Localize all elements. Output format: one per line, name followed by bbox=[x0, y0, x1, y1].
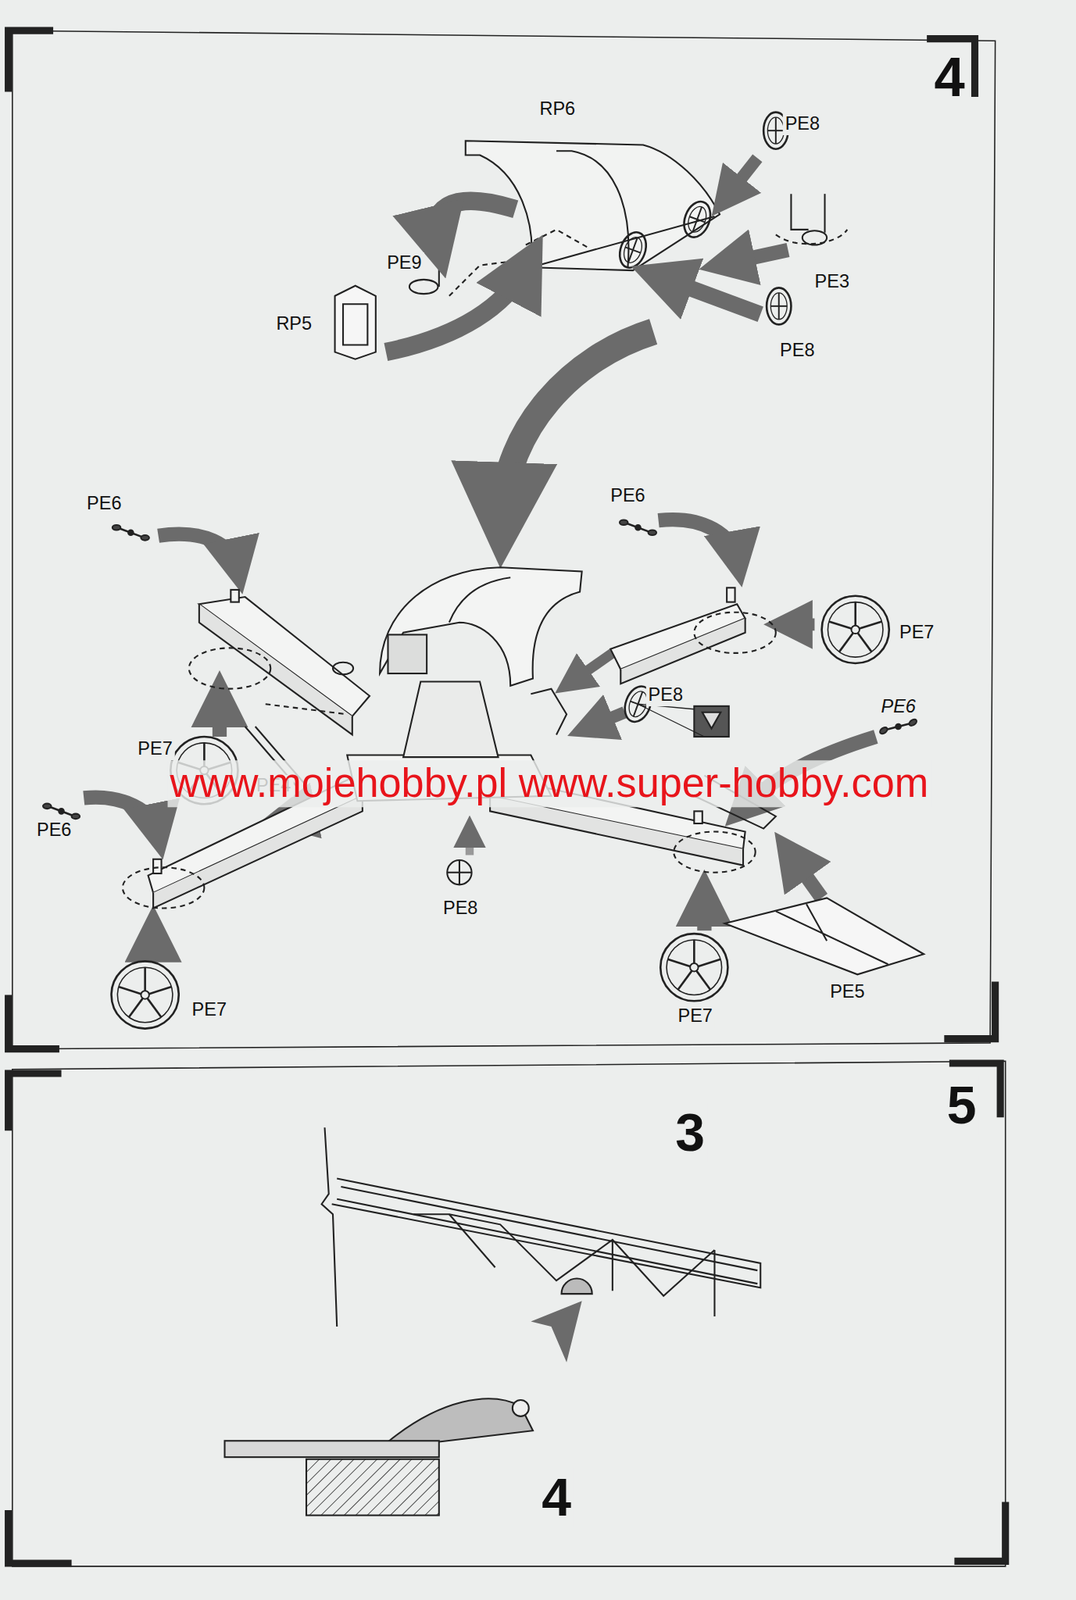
part-label: PE3 bbox=[812, 271, 852, 294]
part-label: PE7 bbox=[189, 999, 229, 1022]
panel-frames bbox=[8, 30, 1006, 1567]
part-label: PE8 bbox=[777, 339, 817, 362]
step-number: 4 bbox=[539, 1467, 574, 1528]
part-label: PE9 bbox=[384, 252, 424, 275]
part-label: PE8 bbox=[440, 897, 480, 920]
step-5-detail bbox=[225, 1127, 762, 1516]
step-number: 5 bbox=[944, 1076, 980, 1137]
step-number: 4 bbox=[931, 46, 967, 109]
gun-base bbox=[122, 567, 776, 908]
part-label: PE7 bbox=[897, 622, 937, 644]
step-number: 3 bbox=[672, 1103, 708, 1164]
part-label: PE8 bbox=[646, 684, 686, 707]
part-label: PE5 bbox=[827, 981, 867, 1004]
part-label: PE6 bbox=[607, 485, 648, 508]
part-label: RP5 bbox=[273, 314, 315, 337]
watermark: www.mojehobby.pl www.super-hobby.com bbox=[167, 761, 931, 808]
sub-assembly bbox=[335, 112, 848, 360]
part-label: PE7 bbox=[675, 1005, 715, 1028]
part-label: PE8 bbox=[782, 113, 823, 136]
part-label: PE7 bbox=[135, 738, 175, 761]
part-label: PE6 bbox=[34, 820, 74, 843]
assembly-arrows bbox=[83, 157, 876, 962]
part-label: PE6 bbox=[878, 696, 918, 719]
part-label: PE6 bbox=[84, 493, 124, 515]
part-label: RP6 bbox=[536, 98, 578, 121]
